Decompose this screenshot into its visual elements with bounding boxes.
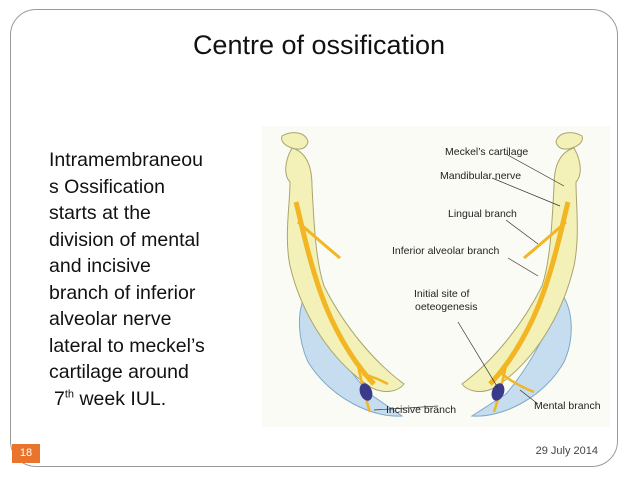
label-initial-site-2: oeteogenesis	[415, 301, 478, 313]
body-line: and incisive	[49, 255, 151, 277]
body-line: cartilage around	[49, 361, 189, 383]
leader-lingual	[505, 219, 539, 245]
left-ossification-center	[359, 383, 373, 401]
right-nerve-mental	[501, 373, 535, 394]
leader-inferior-alveolar	[507, 257, 539, 277]
diagram-drawing	[281, 132, 583, 417]
right-cartilage-tip	[555, 132, 583, 150]
ossification-diagram: Meckel’s cartilage Mandibular nerve Ling…	[262, 126, 610, 427]
body-line: division of mental	[49, 228, 200, 251]
body-line: lateral to meckel’s	[49, 334, 205, 357]
label-mandibular-nerve: Mandibular nerve	[440, 170, 522, 182]
label-initial-site-1: Initial site of	[414, 288, 470, 300]
body-line: starts at the	[49, 202, 151, 224]
label-incisive-branch: Incisive branch	[386, 404, 457, 416]
leader-meckels	[505, 153, 565, 187]
slide-date: 29 July 2014	[535, 445, 598, 457]
week-text: week IUL.	[74, 387, 167, 410]
slide-number-badge: 18	[12, 444, 40, 463]
body-line: branch of inferior	[49, 281, 196, 304]
left-nerve-lingual	[297, 220, 341, 260]
body-line: Intramembraneou	[49, 149, 203, 171]
right-ossification-center	[491, 383, 505, 401]
label-inferior-alveolar-branch: Inferior alveolar branch	[392, 245, 500, 257]
leader-mental	[519, 389, 539, 405]
leader-incisive	[373, 405, 439, 411]
week-number: 7	[54, 387, 65, 410]
body-text: Intramembraneou s Ossification starts at…	[49, 147, 249, 412]
label-mental-branch: Mental branch	[534, 400, 601, 412]
body-line-last: 7th week IUL.	[49, 386, 249, 413]
slide-title: Centre of ossification	[192, 30, 446, 60]
left-cartilage-tip	[281, 132, 309, 150]
left-nerve-mental	[361, 372, 389, 386]
body-line: alveolar nerve	[49, 308, 172, 330]
week-suffix: th	[64, 388, 75, 400]
label-lingual-branch: Lingual branch	[448, 208, 517, 220]
left-meckels-cartilage	[285, 147, 405, 392]
leader-initial-site	[457, 321, 499, 389]
body-line: s Ossification	[49, 175, 165, 198]
leader-mandibular	[491, 177, 561, 207]
right-nerve-lingual	[523, 220, 567, 260]
label-meckels-cartilage: Meckel’s cartilage	[445, 146, 529, 158]
